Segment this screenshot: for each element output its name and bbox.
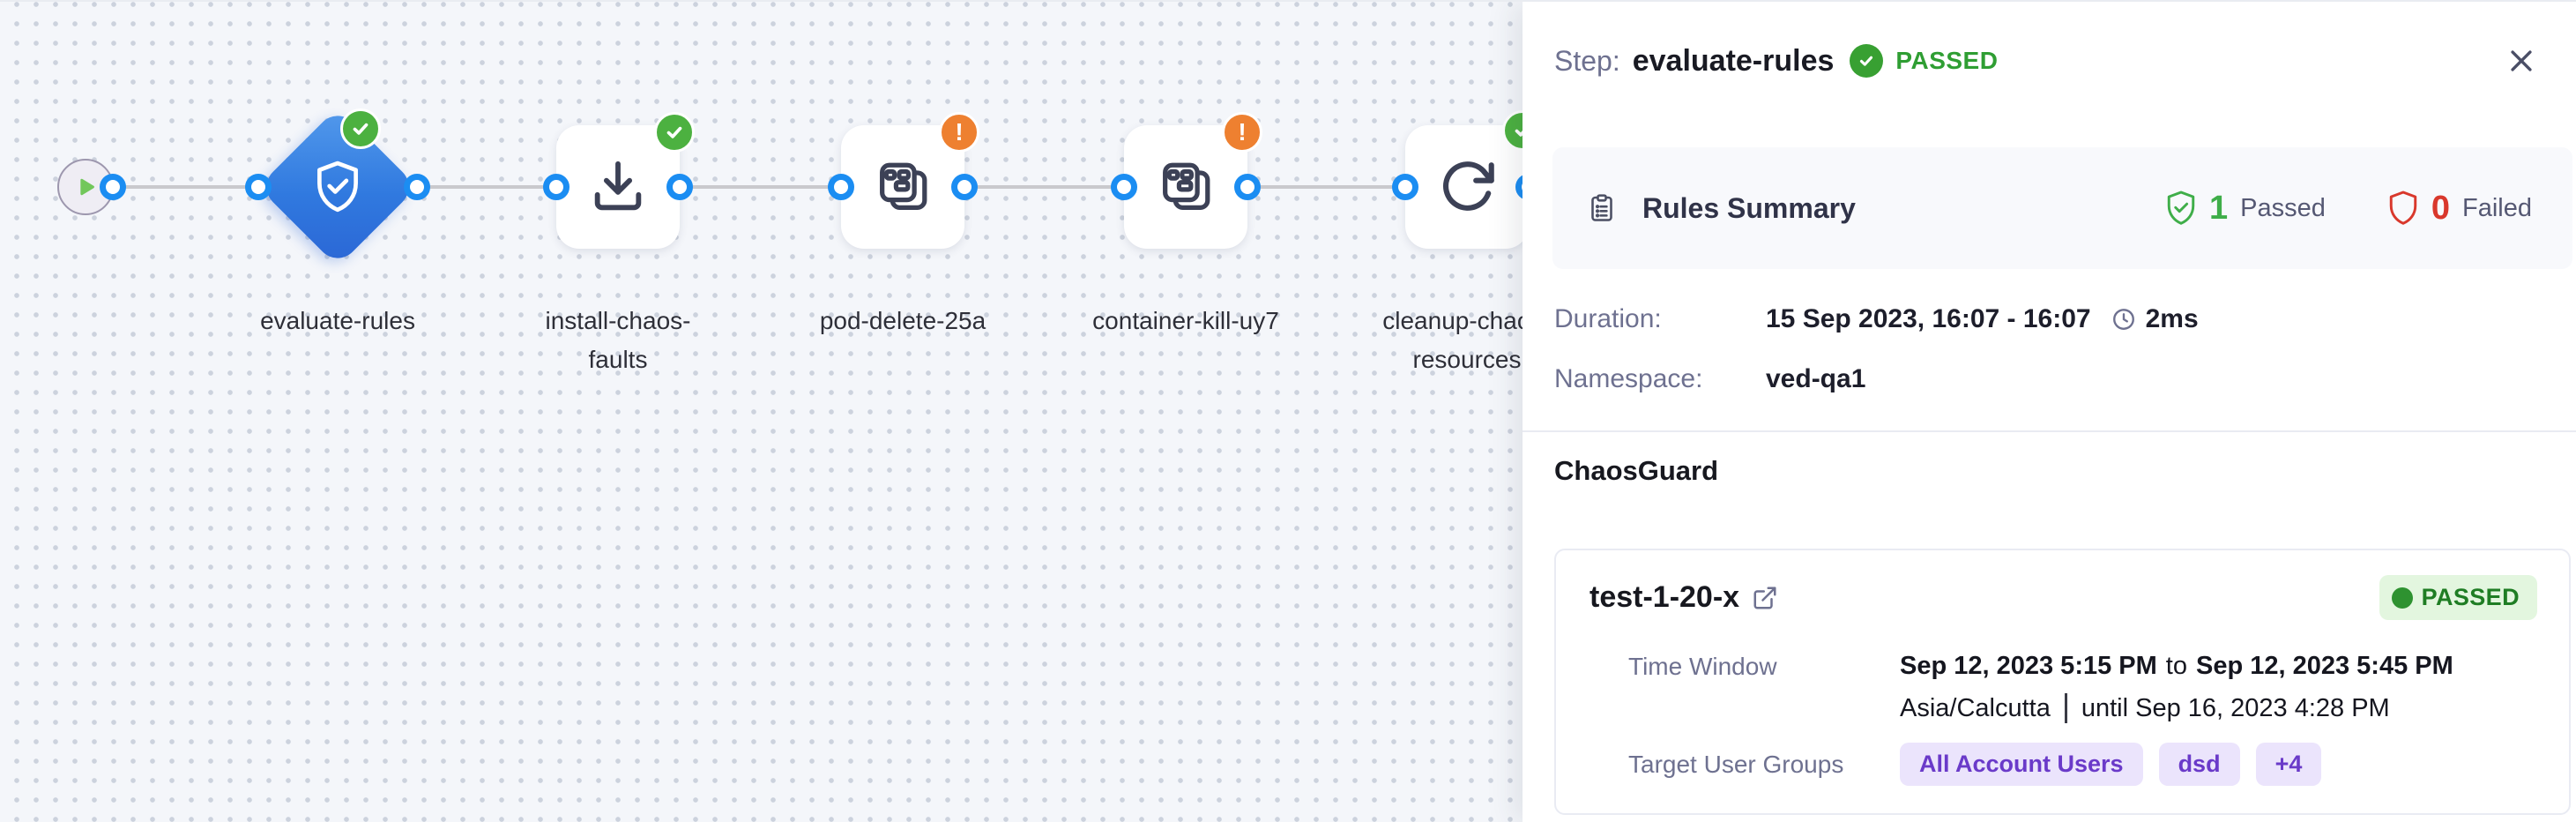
time-window-start: Sep 12, 2023 5:15 PM xyxy=(1900,652,2157,680)
user-group-pill: dsd xyxy=(2158,743,2240,786)
step-title: evaluate-rules xyxy=(1632,43,1835,78)
timezone-row: Asia/Calcutta until Sep 16, 2023 4:28 PM xyxy=(1590,693,2537,723)
port xyxy=(404,174,430,200)
port xyxy=(828,174,854,200)
rules-summary-title: Rules Summary xyxy=(1642,191,1856,224)
chaos-fault-icon xyxy=(1163,162,1210,210)
panel-header: Step: evaluate-rules PASSED xyxy=(1523,2,2576,120)
port xyxy=(100,174,126,200)
step-prefix-label: Step: xyxy=(1554,44,1620,77)
namespace-label: Namespace: xyxy=(1554,364,1703,393)
port xyxy=(1111,174,1137,200)
port xyxy=(1234,174,1261,200)
retry-icon xyxy=(1442,161,1494,211)
external-link-icon[interactable] xyxy=(1752,585,1778,611)
node-label: pod-delete-25a xyxy=(819,307,986,334)
shield-failed-icon xyxy=(2389,191,2417,225)
rules-summary-card: Rules Summary 1 Passed 0 Failed xyxy=(1552,147,2572,269)
play-icon xyxy=(80,178,94,196)
rule-status-label: PASSED xyxy=(2421,584,2520,610)
duration-row: Duration: 15 Sep 2023, 16:07 - 16:07 2ms xyxy=(1554,300,2544,339)
pipeline-connector xyxy=(86,185,1534,189)
time-window-row: Time Window Sep 12, 2023 5:15 PM to Sep … xyxy=(1590,652,2537,681)
passed-check-icon xyxy=(1850,44,1884,78)
failed-label: Failed xyxy=(2462,193,2532,222)
tabs: ChaosGuard xyxy=(1523,432,2576,517)
failed-count: 0 xyxy=(2431,189,2450,227)
port xyxy=(951,174,978,200)
tab-chaosguard[interactable]: ChaosGuard xyxy=(1554,455,1719,486)
chaos-fault-icon xyxy=(880,162,927,210)
node-label: evaluate-rules xyxy=(260,307,415,334)
shield-check-icon xyxy=(317,161,358,213)
success-badge-icon xyxy=(654,112,695,153)
target-user-groups-label: Target User Groups xyxy=(1628,750,1844,778)
chaosguard-rule-card: test-1-20-x PASSED Time Window Sep 12, 2 xyxy=(1554,549,2571,815)
user-group-pill: All Account Users xyxy=(1900,743,2143,786)
passed-label: Passed xyxy=(2240,193,2326,222)
success-badge-icon xyxy=(340,108,381,149)
user-group-pill[interactable]: +4 xyxy=(2255,743,2322,786)
duration-time: 2ms xyxy=(2145,304,2199,333)
time-window-end: Sep 12, 2023 5:45 PM xyxy=(2195,652,2453,680)
rules-summary-counts: 1 Passed 0 Failed xyxy=(2162,186,2532,230)
step-status-badge: PASSED xyxy=(1895,47,1999,74)
rule-name: test-1-20-x xyxy=(1590,580,1740,614)
time-window-label: Time Window xyxy=(1628,652,1777,680)
duration-value: 15 Sep 2023, 16:07 - 16:07 xyxy=(1766,304,2091,333)
node-label-line: install-chaos- xyxy=(545,307,691,334)
node-container-kill-uy7[interactable] xyxy=(1124,125,1247,249)
timezone-value: Asia/Calcutta xyxy=(1900,693,2051,722)
step-details-panel: Step: evaluate-rules PASSED Rules Summar… xyxy=(1523,2,2576,822)
namespace-value: ved-qa1 xyxy=(1766,364,1866,393)
port xyxy=(245,174,272,200)
status-dot-icon xyxy=(2391,587,2413,609)
node-label-line: faults xyxy=(588,346,648,373)
warning-badge-icon: ! xyxy=(939,112,979,153)
target-user-groups-row: Target User Groups All Account Users dsd… xyxy=(1590,743,2537,786)
close-icon[interactable] xyxy=(2502,41,2541,80)
warning-badge-icon: ! xyxy=(1222,112,1262,153)
clipboard-icon xyxy=(1591,194,1612,221)
node-label: install-chaos- faults xyxy=(486,302,750,379)
namespace-row: Namespace: ved-qa1 xyxy=(1554,360,2544,399)
rule-status-badge: PASSED xyxy=(2379,575,2537,620)
passed-count: 1 xyxy=(2208,189,2229,227)
port xyxy=(1392,174,1418,200)
port xyxy=(666,174,693,200)
separator xyxy=(2064,693,2067,723)
shield-passed-icon xyxy=(2167,191,2195,225)
node-label: container-kill-uy7 xyxy=(1092,307,1279,334)
port xyxy=(543,174,570,200)
clock-icon xyxy=(2112,309,2134,330)
node-label-line: resources xyxy=(1412,346,1522,373)
time-window-to: to xyxy=(2165,652,2187,680)
until-value: until Sep 16, 2023 4:28 PM xyxy=(2081,693,2390,722)
duration-label: Duration: xyxy=(1554,304,1662,333)
node-cleanup-chaos-resources[interactable] xyxy=(1405,125,1529,249)
download-icon xyxy=(594,161,642,211)
section-divider xyxy=(1523,430,2576,432)
